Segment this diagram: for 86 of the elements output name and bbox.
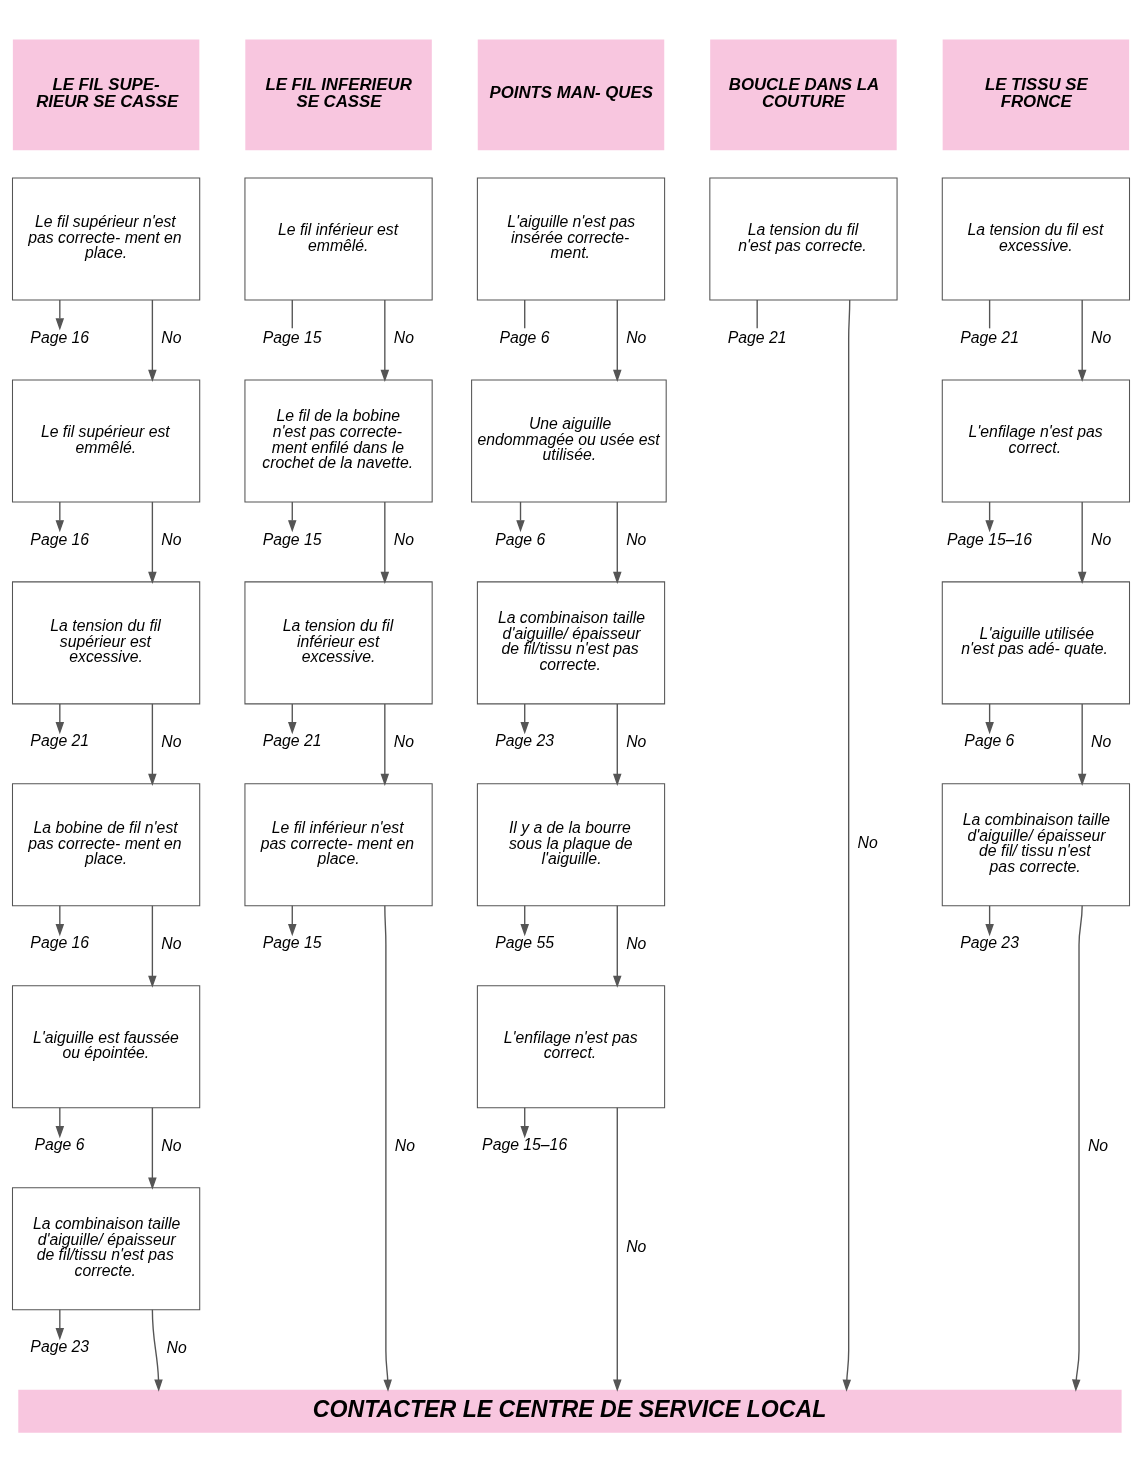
arrow bbox=[613, 1107, 622, 1392]
arrow bbox=[380, 703, 390, 786]
arrow bbox=[288, 501, 297, 533]
arrow bbox=[1077, 299, 1087, 382]
edge-label: No bbox=[626, 934, 647, 952]
arrow bbox=[55, 501, 65, 533]
arrow bbox=[151, 1309, 163, 1392]
edge-label: No bbox=[1091, 733, 1112, 751]
node-text: Page 15–16 bbox=[947, 530, 1033, 548]
node-text: Page 21 bbox=[30, 732, 90, 750]
arrow bbox=[288, 703, 297, 735]
edge-label: No bbox=[393, 733, 414, 751]
arrow bbox=[520, 905, 529, 937]
node-text: Page 23 bbox=[30, 1338, 90, 1356]
node-text: Page 16 bbox=[30, 530, 90, 548]
arrow bbox=[55, 1309, 65, 1341]
arrow bbox=[288, 905, 297, 937]
node-box: LE TISSU SE FRONCE bbox=[942, 39, 1130, 151]
edge-label: No bbox=[626, 531, 647, 549]
edge-label: No bbox=[1091, 531, 1112, 549]
arrow bbox=[985, 905, 994, 937]
arrow bbox=[55, 905, 65, 937]
edge-label: No bbox=[857, 833, 878, 851]
arrow bbox=[148, 299, 157, 382]
node-text: Page 15–16 bbox=[482, 1136, 568, 1154]
edge-label: No bbox=[166, 1338, 187, 1356]
node-text: Page 6 bbox=[495, 530, 546, 548]
arrow bbox=[1077, 703, 1087, 786]
node-text: Page 21 bbox=[727, 328, 787, 346]
arrow bbox=[520, 703, 529, 735]
edge-label: No bbox=[161, 329, 182, 347]
edge-label: No bbox=[626, 1237, 647, 1255]
arrow bbox=[380, 501, 390, 584]
arrow bbox=[55, 1107, 65, 1139]
edge-label: No bbox=[393, 329, 414, 347]
node-text: Page 15 bbox=[262, 530, 322, 548]
arrow bbox=[1072, 905, 1083, 1392]
node-text: Page 6 bbox=[34, 1136, 85, 1154]
node-text: Page 6 bbox=[499, 328, 550, 346]
connector bbox=[756, 299, 758, 330]
node-box: BOUCLE DANS LA COUTURE bbox=[710, 39, 897, 151]
connector bbox=[524, 299, 526, 330]
node-text: Page 23 bbox=[495, 732, 555, 750]
arrow bbox=[148, 501, 157, 584]
node-text: Page 16 bbox=[30, 328, 90, 346]
node-text: Page 21 bbox=[960, 328, 1019, 346]
arrow bbox=[516, 501, 525, 533]
node-text: Page 55 bbox=[495, 934, 555, 952]
edge-label: No bbox=[161, 934, 182, 952]
arrow bbox=[520, 1107, 529, 1139]
arrow bbox=[613, 703, 622, 786]
arrow bbox=[842, 299, 852, 1392]
edge-label: No bbox=[393, 531, 414, 549]
arrow bbox=[148, 703, 157, 786]
arrow bbox=[55, 299, 65, 331]
connector bbox=[988, 299, 991, 330]
node-text: Page 16 bbox=[30, 934, 90, 952]
node-text: Page 23 bbox=[960, 934, 1019, 952]
connector bbox=[291, 299, 293, 330]
edge-label: No bbox=[394, 1136, 415, 1154]
arrow bbox=[148, 905, 157, 988]
edge-label: No bbox=[1091, 329, 1112, 347]
edge-label: No bbox=[626, 733, 647, 751]
edge-label: No bbox=[626, 329, 647, 347]
arrow bbox=[985, 703, 994, 735]
arrow bbox=[613, 501, 622, 584]
node-text: Page 21 bbox=[262, 732, 322, 750]
node-box: LE FIL SUPE- RIEUR SE CASSE bbox=[12, 39, 200, 151]
arrow bbox=[613, 299, 622, 382]
arrow bbox=[380, 299, 390, 382]
arrow bbox=[1077, 501, 1087, 584]
arrow bbox=[148, 1107, 157, 1190]
arrow bbox=[985, 501, 994, 533]
edge-label: No bbox=[161, 733, 182, 751]
node-text: Page 15 bbox=[262, 328, 322, 346]
node-text: Page 6 bbox=[964, 732, 1015, 750]
node-box: POINTS MAN- QUES bbox=[477, 39, 665, 151]
node-box: CONTACTER LE CENTRE DE SERVICE LOCAL bbox=[18, 1389, 1122, 1433]
edge-label: No bbox=[161, 531, 182, 549]
arrow bbox=[55, 703, 65, 735]
arrow bbox=[383, 905, 392, 1392]
node-box: LE FIL INFERIEUR SE CASSE bbox=[245, 39, 432, 151]
edge-label: No bbox=[1087, 1136, 1109, 1154]
arrow bbox=[613, 905, 622, 988]
edge-label: No bbox=[161, 1136, 182, 1154]
node-text: Page 15 bbox=[262, 934, 322, 952]
